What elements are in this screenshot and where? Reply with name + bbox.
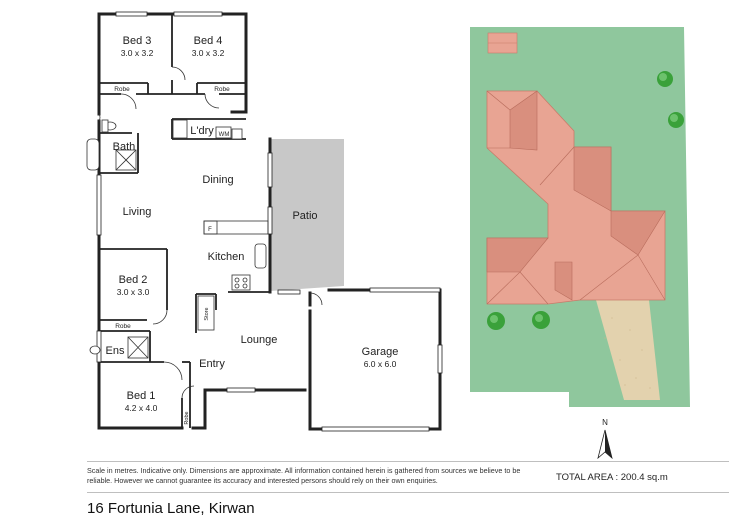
kitchen-label: Kitchen	[208, 251, 245, 263]
tree	[487, 312, 505, 330]
bed4-dims: 3.0 x 3.2	[192, 48, 225, 58]
garage-label: Garage	[362, 346, 399, 358]
floor-plan: Bed 3 3.0 x 3.2 Bed 4 3.0 x 3.2 Robe Rob…	[86, 11, 443, 432]
bed3-label: Bed 3	[123, 35, 152, 47]
store-label: Store	[204, 307, 210, 320]
room-labels: Bed 3 3.0 x 3.2 Bed 4 3.0 x 3.2 Robe Rob…	[106, 35, 399, 425]
wm-label: WM	[219, 132, 230, 138]
exterior-walls	[97, 12, 307, 430]
footer-divider-top	[87, 461, 729, 462]
fixtures	[86, 119, 269, 359]
bed3-dims: 3.0 x 3.2	[121, 48, 154, 58]
sink-icon	[231, 128, 243, 140]
entry-label: Entry	[199, 358, 225, 370]
tree	[668, 112, 684, 128]
kitchen-bench	[203, 220, 269, 235]
bed2-dims: 3.0 x 3.0	[117, 287, 150, 297]
site-plan: N	[470, 27, 690, 460]
living-label: Living	[123, 206, 152, 218]
store-cupboard	[197, 295, 215, 331]
dining-label: Dining	[202, 174, 233, 186]
disclaimer-text: Scale in metres. Indicative only. Dimens…	[87, 466, 521, 485]
robe3-label: Robe	[114, 86, 130, 93]
stove-icon	[231, 274, 251, 291]
total-area: TOTAL AREA : 200.4 sq.m	[556, 472, 668, 483]
property-address: 16 Fortunia Lane, Kirwan	[87, 500, 255, 517]
tree	[532, 311, 550, 329]
driveway	[596, 300, 660, 400]
kitchen-sink-icon	[254, 243, 267, 269]
patio-area	[270, 139, 344, 291]
lounge-label: Lounge	[241, 334, 278, 346]
north-compass: N	[597, 418, 613, 460]
tree	[657, 71, 673, 87]
ens-label: Ens	[106, 345, 125, 357]
garage-dims: 6.0 x 6.0	[364, 359, 397, 369]
bathtub	[86, 138, 100, 171]
patio-label: Patio	[292, 210, 317, 222]
door-swings	[98, 66, 323, 399]
driveway-texture	[604, 317, 651, 389]
robe1-label: Robe	[184, 411, 190, 424]
bed1-dims: 4.2 x 4.0	[125, 403, 158, 413]
laundry-label: L'dry	[190, 125, 214, 137]
bed2-label: Bed 2	[119, 274, 148, 286]
bed1-label: Bed 1	[127, 390, 156, 402]
basin-icon	[172, 119, 188, 139]
fridge-label: F	[208, 227, 212, 233]
ens-toilet-icon	[89, 345, 101, 355]
robe4-label: Robe	[214, 86, 230, 93]
windows	[96, 11, 443, 432]
robe2-label: Robe	[115, 323, 131, 330]
roof-ridges	[486, 90, 666, 305]
bed4-label: Bed 4	[194, 35, 223, 47]
compass-north-label: N	[602, 418, 608, 427]
bath-label: Bath	[113, 141, 136, 153]
washing-machine-icon	[215, 126, 232, 139]
footer-divider-bottom	[87, 492, 729, 493]
interior-walls	[99, 14, 270, 428]
